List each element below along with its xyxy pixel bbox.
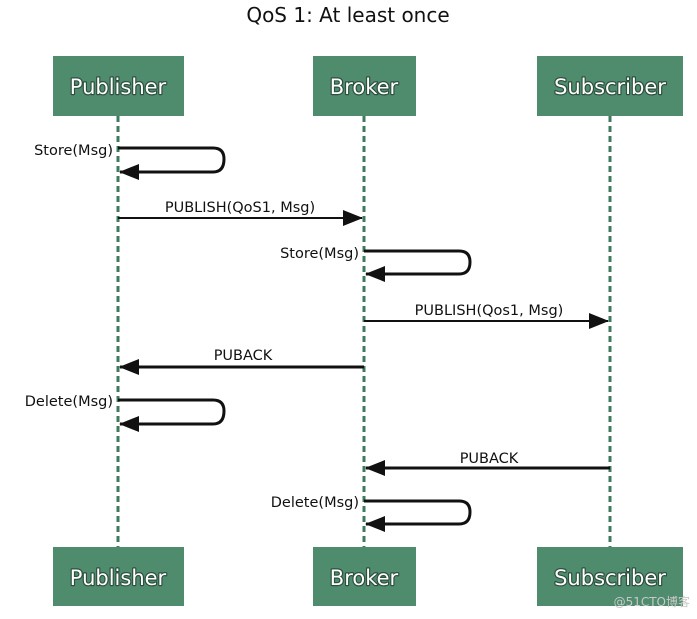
self-message-store-broker: Store(Msg) <box>280 246 472 282</box>
subscriber-label-bottom: Subscriber <box>554 566 666 590</box>
store-publisher-label: Store(Msg) <box>34 143 113 159</box>
broker-box-top: Broker <box>313 56 416 116</box>
puback-to-broker-label: PUBACK <box>460 451 519 467</box>
broker-label-top: Broker <box>330 75 399 99</box>
puback-to-publisher-label: PUBACK <box>214 348 273 364</box>
broker-box-bottom: Broker <box>313 547 416 606</box>
subscriber-box-bottom: Subscriber <box>537 547 683 606</box>
diagram-title: QoS 1: At least once <box>246 3 449 27</box>
broker-label-bottom: Broker <box>330 566 399 590</box>
self-message-delete-publisher: Delete(Msg) <box>25 394 226 432</box>
publisher-box-bottom: Publisher <box>53 547 184 606</box>
store-broker-label: Store(Msg) <box>280 246 359 262</box>
publisher-label-top: Publisher <box>70 75 167 99</box>
publisher-label-bottom: Publisher <box>70 566 167 590</box>
delete-publisher-label: Delete(Msg) <box>25 394 113 410</box>
message-publish-to-subscriber: PUBLISH(Qos1, Msg) <box>364 303 609 329</box>
subscriber-label-top: Subscriber <box>554 75 666 99</box>
message-puback-to-publisher: PUBACK <box>119 348 364 375</box>
message-publish-to-broker: PUBLISH(QoS1, Msg) <box>118 200 363 226</box>
publish-to-broker-label: PUBLISH(QoS1, Msg) <box>165 200 315 216</box>
self-message-store-publisher: Store(Msg) <box>34 143 226 180</box>
publish-to-subscriber-label: PUBLISH(Qos1, Msg) <box>415 303 564 319</box>
subscriber-box-top: Subscriber <box>537 56 683 116</box>
watermark: @51CTO博客 <box>614 594 690 609</box>
self-message-delete-broker: Delete(Msg) <box>271 495 472 532</box>
publisher-box-top: Publisher <box>53 56 184 116</box>
message-puback-to-broker: PUBACK <box>365 451 610 476</box>
delete-broker-label: Delete(Msg) <box>271 495 359 511</box>
